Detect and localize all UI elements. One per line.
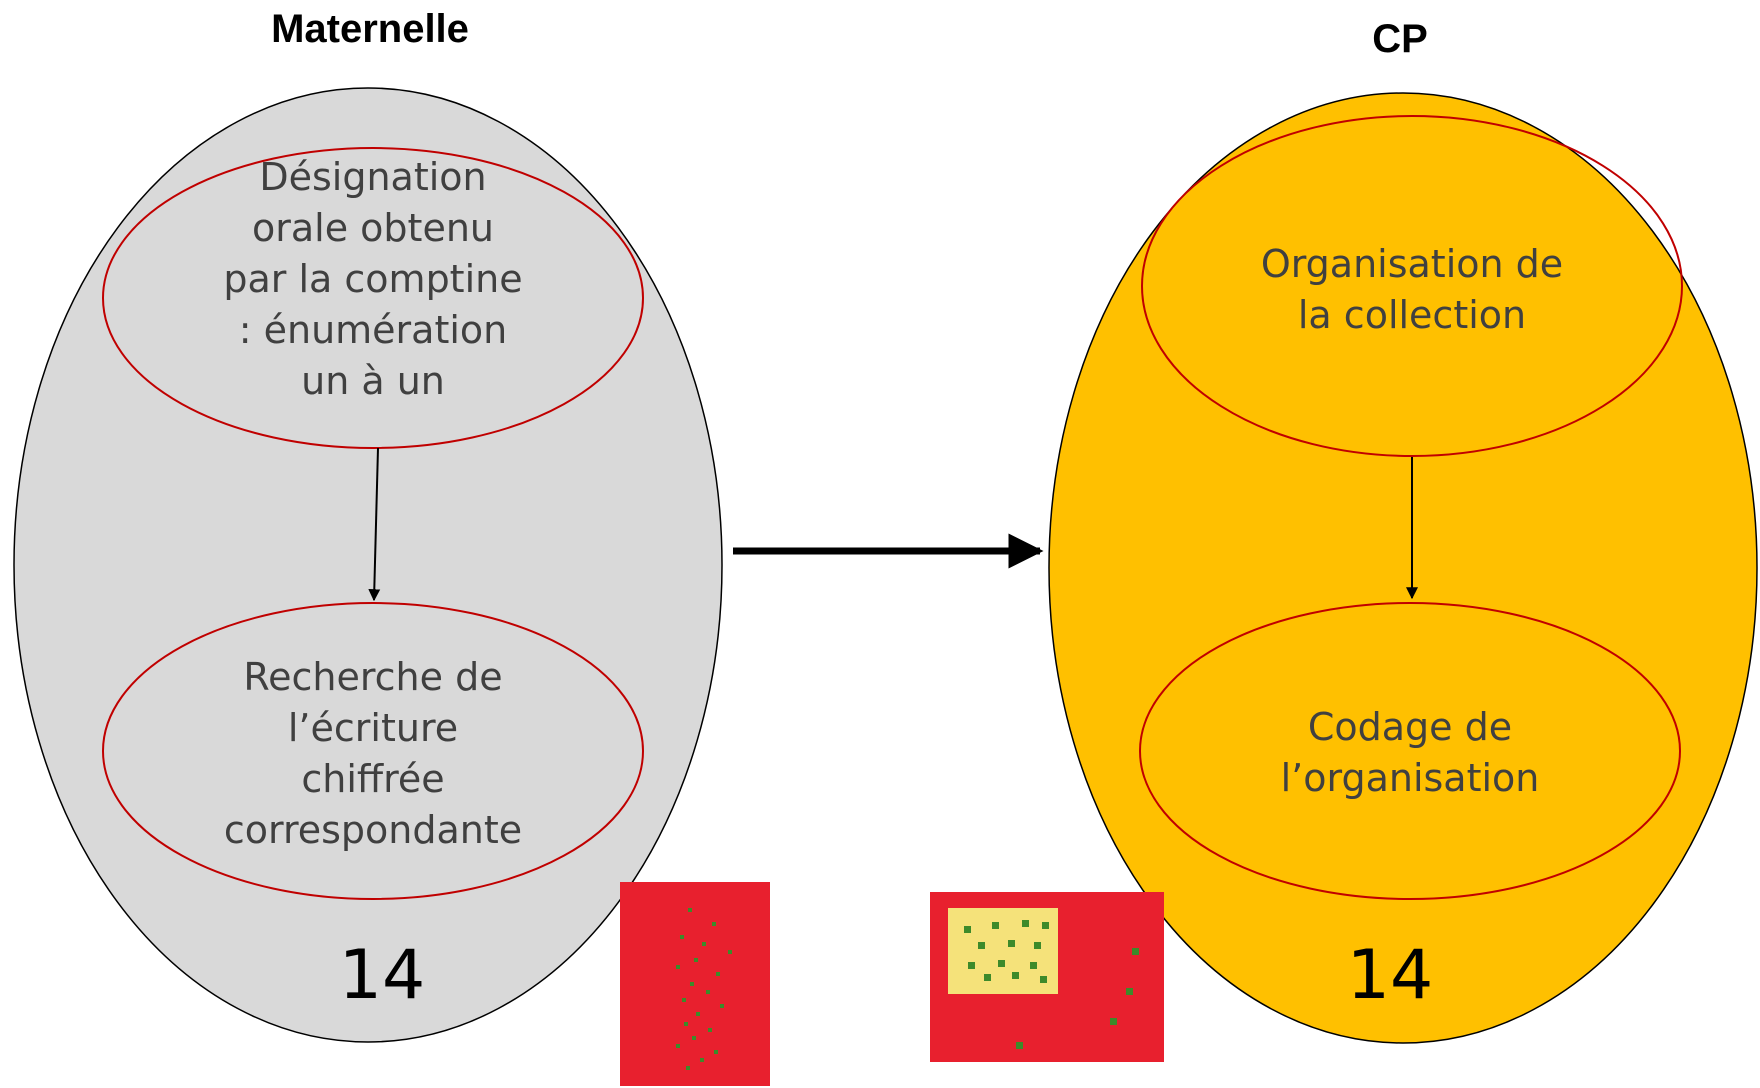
cp-step1-ellipse <box>1141 115 1683 457</box>
cp-step2-ellipse <box>1139 602 1681 900</box>
bead <box>1034 942 1041 949</box>
bead <box>682 998 686 1002</box>
bead <box>720 1004 724 1008</box>
bead <box>1040 976 1047 983</box>
bead <box>1110 1018 1117 1025</box>
bead <box>978 942 985 949</box>
cp-step2-line-2: l’organisation <box>1281 756 1540 800</box>
bead <box>712 922 716 926</box>
photo-scattered-beads-background <box>620 882 770 1086</box>
cp-outer-ellipse <box>1048 92 1758 1044</box>
maternelle-step2-line-3: chiffrée <box>301 757 444 801</box>
bead <box>692 1036 696 1040</box>
bead <box>694 958 698 962</box>
bead <box>1012 972 1019 979</box>
photo-organized-beads <box>930 892 1164 1062</box>
bead <box>968 962 975 969</box>
bead <box>680 935 684 939</box>
bead <box>702 942 706 946</box>
maternelle-step2-line-4: correspondante <box>224 808 522 852</box>
bead <box>964 926 971 933</box>
maternelle-step1-ellipse <box>102 147 644 449</box>
maternelle-title: Maternelle <box>271 7 469 51</box>
bead <box>1042 922 1049 929</box>
cp-step1-line-2: la collection <box>1298 293 1526 337</box>
bead <box>684 1022 688 1026</box>
bead <box>690 982 694 986</box>
maternelle-step2-ellipse <box>102 602 644 900</box>
bead <box>688 908 692 912</box>
bead <box>1030 962 1037 969</box>
maternelle-step2-line-2: l’écriture <box>288 706 458 750</box>
maternelle-outer-ellipse <box>13 87 723 1043</box>
bead <box>1126 988 1133 995</box>
maternelle-step1-line-2: orale obtenu <box>252 206 494 250</box>
bead <box>676 1044 680 1048</box>
bead <box>714 1050 718 1054</box>
bead <box>716 972 720 976</box>
bead <box>1016 1042 1023 1049</box>
cp-step1-line-1: Organisation de <box>1261 242 1563 286</box>
cp-step2-line-1: Codage de <box>1308 705 1512 749</box>
photo-yellow-card <box>948 908 1058 994</box>
bead <box>1022 920 1029 927</box>
maternelle-step1-line-3: par la comptine <box>223 257 522 301</box>
maternelle-step1-line-1: Désignation <box>259 155 486 199</box>
maternelle-number: 14 <box>339 936 426 1015</box>
bead <box>728 950 732 954</box>
maternelle-step1-line-4: : énumération <box>239 308 508 352</box>
bead <box>992 922 999 929</box>
photo-scattered-beads <box>620 882 770 1086</box>
bead <box>696 1012 700 1016</box>
bead <box>998 960 1005 967</box>
bead <box>686 1066 690 1070</box>
maternelle-step2-line-1: Recherche de <box>243 655 502 699</box>
bead <box>1008 940 1015 947</box>
bead <box>706 990 710 994</box>
bead <box>1132 948 1139 955</box>
maternelle-step1-line-5: un à un <box>301 359 445 403</box>
maternelle-flow-arrow <box>368 447 381 602</box>
cp-number: 14 <box>1347 936 1434 1015</box>
bead <box>676 965 680 969</box>
bead <box>984 974 991 981</box>
cp-title: CP <box>1372 17 1428 61</box>
bead <box>708 1028 712 1032</box>
bead <box>700 1058 704 1062</box>
